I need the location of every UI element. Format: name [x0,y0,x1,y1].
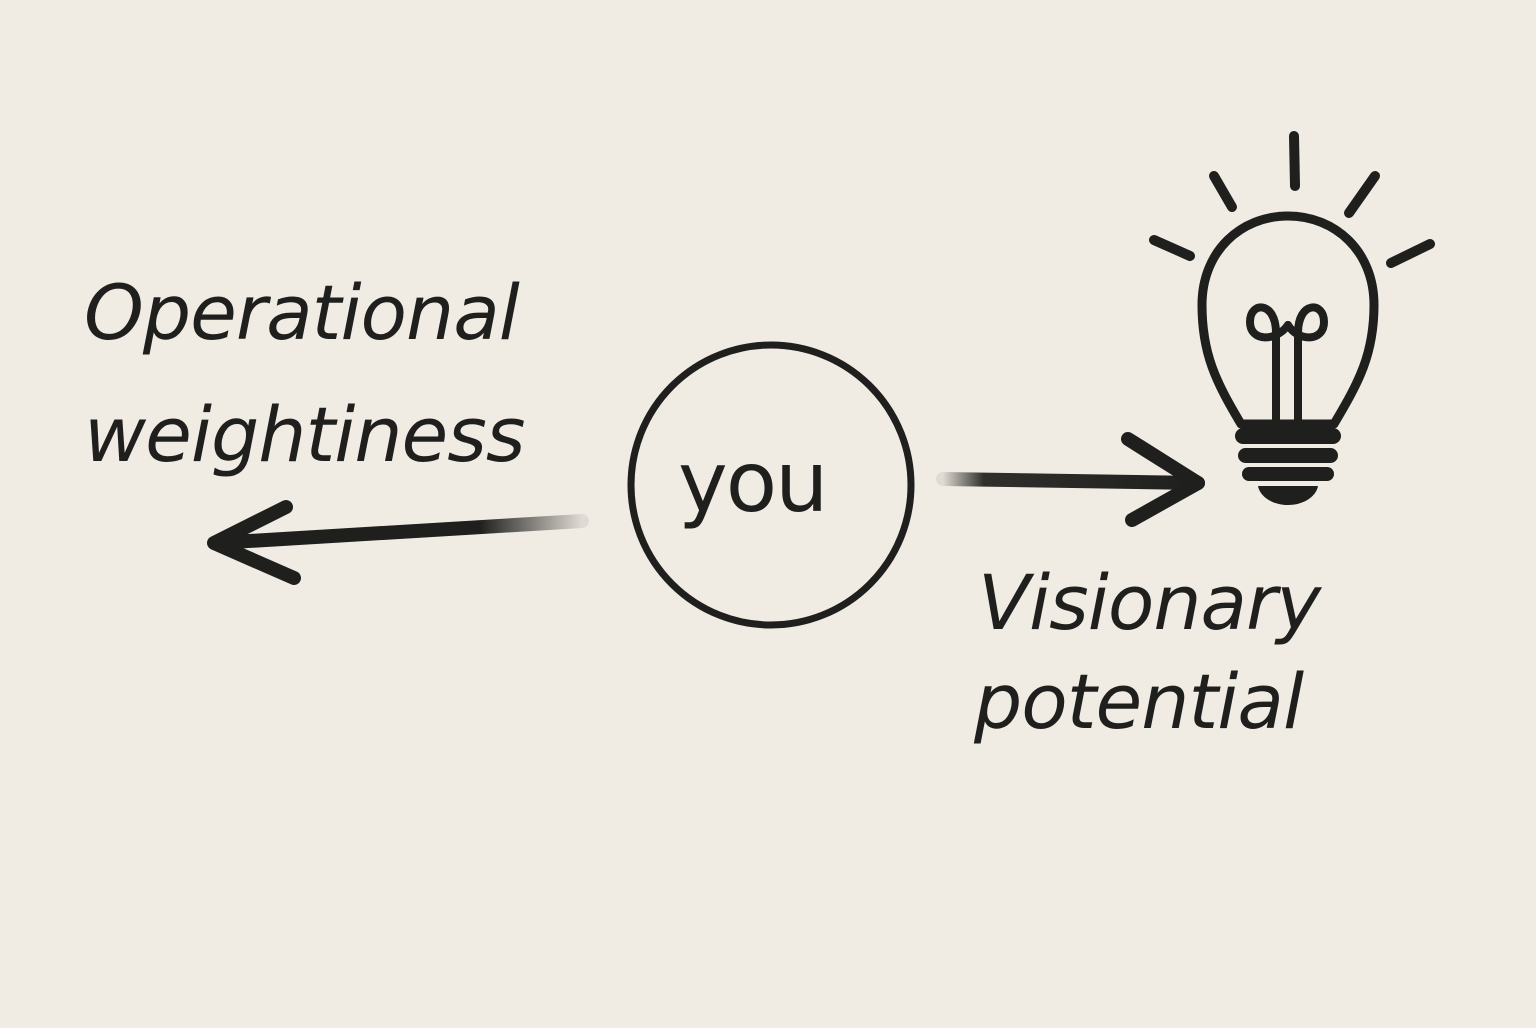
lightbulb-icon [1149,131,1435,505]
right-label-line-1: Visionary [978,558,1321,647]
left-arrow [207,500,589,585]
left-label-line-1: Operational [84,268,520,357]
center-label: you [678,433,828,531]
left-label-line-2: weightiness [84,390,525,479]
right-label-line-2: potential [974,657,1304,746]
right-arrow [936,432,1205,527]
center-circle [627,341,915,629]
